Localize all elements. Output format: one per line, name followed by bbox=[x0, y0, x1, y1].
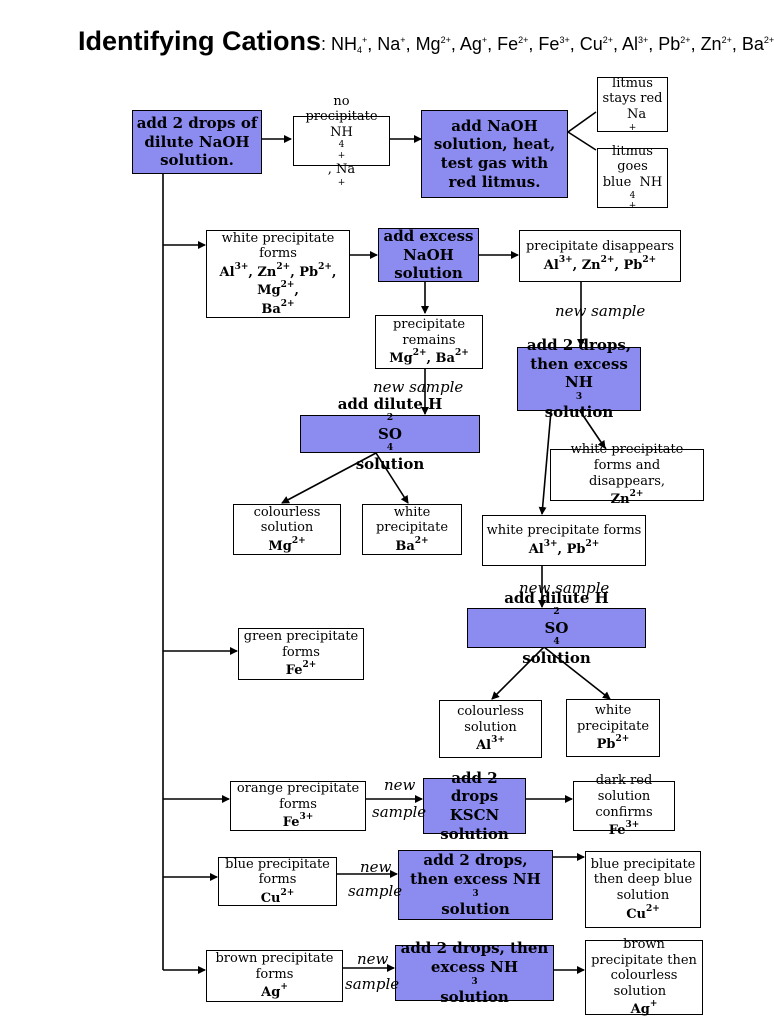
note-new-4: new bbox=[384, 776, 416, 794]
note-sample-6: sample bbox=[345, 975, 400, 993]
title-main: Identifying Cations bbox=[78, 26, 321, 56]
note-new-sample-1: new sample bbox=[555, 302, 646, 320]
result-dark-red-solution: dark red solution confirms Fe3+ bbox=[573, 773, 675, 838]
note-new-sample-3: new sample bbox=[519, 579, 610, 597]
result-litmus-stays-red: litmus stays red Na+ bbox=[597, 76, 668, 133]
note-sample-4: sample bbox=[372, 803, 427, 821]
step-naoh-heat-litmus: add NaOH solution, heat, test gas with r… bbox=[421, 110, 568, 198]
note-new-5: new bbox=[360, 858, 392, 876]
step-add-excess-naoh: add excess NaOH solution bbox=[378, 227, 479, 282]
result-zn-white-precipitate: white precipitate forms and disappears, … bbox=[550, 442, 704, 507]
step-add-dilute-naoh: add 2 drops of dilute NaOH solution. bbox=[132, 110, 262, 174]
note-new-6: new bbox=[357, 950, 389, 968]
title-ions: : NH4+, Na+, Mg2+, Ag+, Fe2+, Fe3+, Cu2+… bbox=[321, 34, 774, 55]
result-deep-blue-solution: blue precipitate then deep blue solution… bbox=[585, 851, 701, 928]
note-new-sample-2: new sample bbox=[373, 378, 464, 396]
result-brown-colourless: brown precipitate then colourless soluti… bbox=[585, 937, 703, 1017]
note-sample-5: sample bbox=[348, 882, 403, 900]
step-add-kscn: add 2 drops KSCN solution bbox=[423, 769, 526, 843]
page-title: Identifying Cations: NH4+, Na+, Mg2+, Ag… bbox=[78, 26, 774, 57]
